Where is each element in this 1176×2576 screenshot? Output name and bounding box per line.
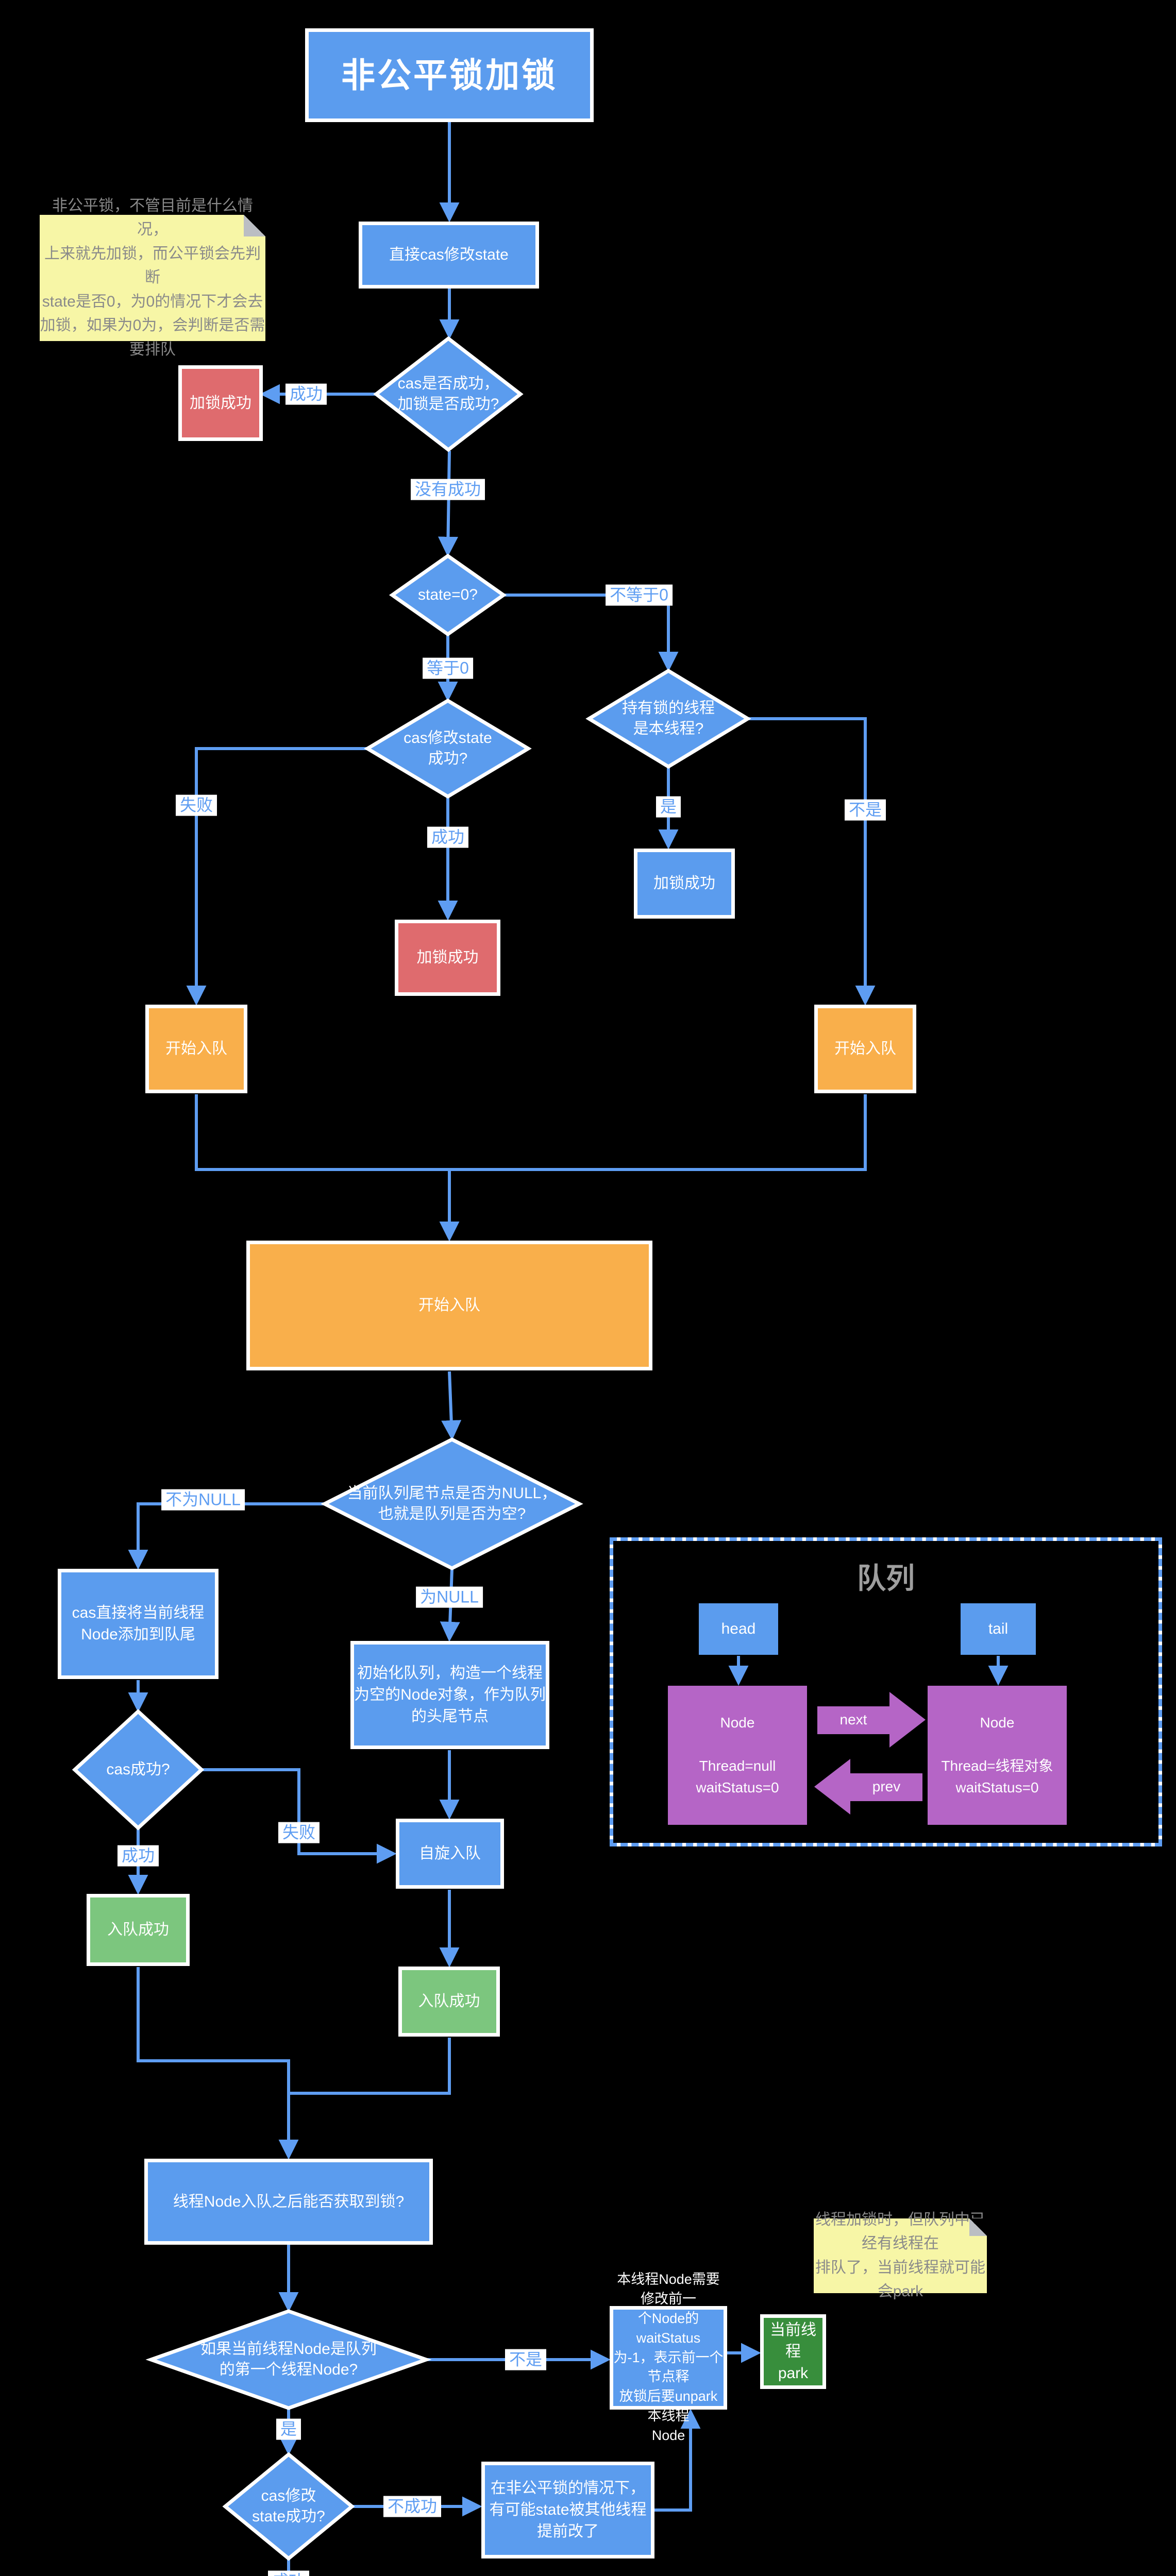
edge-label-neq0: 不等于0 bbox=[606, 584, 673, 606]
node-lock-success-red2: 加锁成功 bbox=[395, 920, 500, 996]
edge-label-fail-left: 失败 bbox=[175, 794, 217, 816]
decision-text: cas成功? bbox=[106, 1760, 170, 1778]
decision-text: 当前队列尾节点是否为NULL， 也就是队列是否为空? bbox=[347, 1484, 557, 1523]
diamond-shape bbox=[392, 556, 503, 634]
node-enqueue-left: 开始入队 bbox=[145, 1005, 247, 1093]
decision-text: cas修改 state成功? bbox=[252, 2487, 325, 2526]
node-enqueue-success-right: 入队成功 bbox=[398, 1967, 500, 2037]
decision-tail-is-null: 当前队列尾节点是否为NULL， 也就是队列是否为空? bbox=[325, 1439, 579, 1568]
decision-cas-modify-ok2: cas修改 state成功? bbox=[225, 2454, 352, 2558]
node-current-thread-park: 当前线程 park bbox=[760, 2314, 826, 2389]
edge-label-not-null: 不为NULL bbox=[161, 1489, 245, 1511]
node-cas-append-tail: cas直接将当前线程 Node添加到队尾 bbox=[58, 1569, 219, 1679]
next-arrow-label: next bbox=[839, 1711, 867, 1727]
edge-label-is-null: 为NULL bbox=[416, 1586, 483, 1608]
decision-text: cas修改state 成功? bbox=[404, 729, 492, 768]
decision-first-node: 如果当前线程Node是队列 的第一个线程Node? bbox=[151, 2311, 426, 2408]
edge-label-eq0: 等于0 bbox=[423, 657, 473, 679]
sticky-note-park: 线程加锁时，但队列中已经有线程在 排队了，当前线程就可能会park bbox=[814, 2211, 987, 2300]
queue-panel-dashed-border bbox=[610, 1537, 1162, 1846]
diamond-shape bbox=[325, 1439, 579, 1568]
decision-text: state=0? bbox=[418, 586, 478, 603]
sticky-note-unfair-lock: 非公平锁，不管目前是什么情况， 上来就先加锁，而公平锁会先判断 state是否0… bbox=[40, 197, 265, 358]
note-fold-corner bbox=[244, 215, 265, 236]
queue-panel: 队列 bbox=[610, 1537, 1162, 1846]
node-enqueue-main: 开始入队 bbox=[246, 1241, 652, 1370]
edge-label-success2: 成功 bbox=[427, 826, 469, 848]
node-cas-modify-state: 直接cas修改state bbox=[359, 222, 539, 289]
queue-node-head: Node Thread=null waitStatus=0 bbox=[668, 1686, 807, 1825]
queue-node-tail: Node Thread=线程对象 waitStatus=0 bbox=[928, 1686, 1067, 1825]
edge-label-success1: 成功 bbox=[285, 383, 327, 405]
node-start: 非公平锁加锁 bbox=[305, 28, 594, 122]
edge-label-no2: 不是 bbox=[505, 2349, 547, 2370]
decision-text: 持有锁的线程 是本线程? bbox=[622, 699, 715, 738]
queue-panel-title: 队列 bbox=[857, 1562, 915, 1595]
note-text: 非公平锁，不管目前是什么情况， 上来就先加锁，而公平锁会先判断 state是否0… bbox=[40, 197, 265, 358]
queue-head-box: head bbox=[699, 1603, 778, 1655]
diamond-shape bbox=[589, 671, 748, 767]
note-fold-corner bbox=[969, 2218, 987, 2236]
node-lock-success-red1: 加锁成功 bbox=[178, 365, 263, 441]
diamond-shape bbox=[367, 701, 528, 796]
edge-label-yes2: 是 bbox=[276, 2418, 301, 2440]
node-spin-enqueue: 自旋入队 bbox=[396, 1819, 504, 1889]
node-enqueue-right: 开始入队 bbox=[814, 1005, 916, 1093]
decision-text: 如果当前线程Node是队列 的第一个线程Node? bbox=[200, 2340, 377, 2379]
diamond-shape bbox=[151, 2311, 426, 2408]
node-enqueue-success-left: 入队成功 bbox=[87, 1894, 190, 1966]
node-modify-wait-status: 本线程Node需要修改前一 个Node的waitStatus 为-1，表示前一个… bbox=[610, 2272, 727, 2443]
edge-label-fail-spin: 失败 bbox=[278, 1822, 320, 1843]
node-lock-success-blue: 加锁成功 bbox=[634, 849, 735, 919]
edge-label-success4: 成功 bbox=[267, 2570, 310, 2576]
diamond-shape bbox=[225, 2454, 352, 2558]
edge-label-no-success1: 没有成功 bbox=[410, 479, 485, 500]
edge-label-no1: 不是 bbox=[844, 799, 886, 821]
queue-link-arrows bbox=[814, 1692, 926, 1815]
decision-cas-modify-ok: cas修改state 成功? bbox=[367, 701, 528, 796]
edge-label-no-success2: 不成功 bbox=[383, 2496, 442, 2517]
edge-label-yes1: 是 bbox=[656, 796, 681, 818]
edge-label-success3: 成功 bbox=[117, 1845, 159, 1867]
decision-cas-lock-ok: cas是否成功， 加锁是否成功? bbox=[376, 338, 520, 450]
decision-text: cas是否成功， 加锁是否成功? bbox=[397, 375, 499, 413]
next-arrow-icon bbox=[817, 1692, 926, 1748]
node-unfair-state-changed: 在非公平锁的情况下， 有可能state被其他线程 提前改了 bbox=[481, 2462, 654, 2558]
decision-state-eq-0: state=0? bbox=[392, 556, 503, 634]
decision-own-thread: 持有锁的线程 是本线程? bbox=[589, 671, 748, 767]
node-acquire-after-enqueue: 线程Node入队之后能否获取到锁? bbox=[144, 2159, 433, 2245]
decision-cas-ok: cas成功? bbox=[75, 1711, 201, 1828]
diamond-shape bbox=[376, 338, 520, 450]
queue-tail-box: tail bbox=[961, 1603, 1036, 1655]
diamond-shape bbox=[75, 1711, 201, 1828]
node-init-queue: 初始化队列，构造一个线程 为空的Node对象，作为队列 的头尾节点 bbox=[350, 1641, 549, 1749]
prev-arrow-label: prev bbox=[872, 1778, 901, 1794]
note-text: 线程加锁时，但队列中已经有线程在 排队了，当前线程就可能会park bbox=[815, 2211, 985, 2300]
prev-arrow-icon bbox=[814, 1759, 922, 1815]
